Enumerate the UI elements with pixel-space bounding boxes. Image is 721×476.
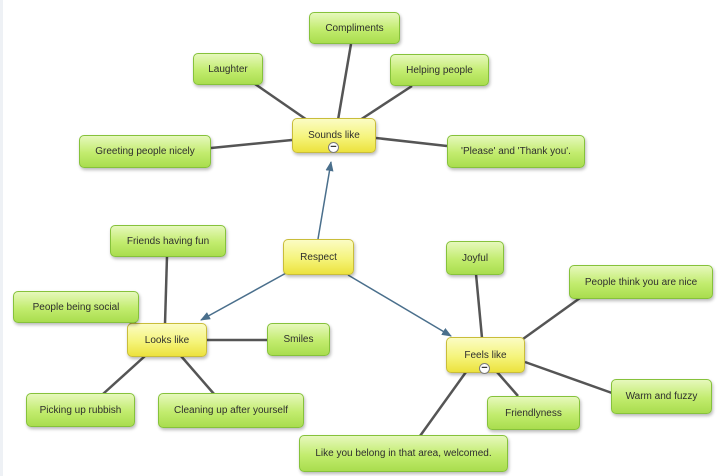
link-sounds-greeting xyxy=(210,138,293,150)
leaf-like-you-belong[interactable]: Like you belong in that area, welcomed. xyxy=(299,435,508,472)
leaf-warm-and-fuzzy[interactable]: Warm and fuzzy xyxy=(611,379,712,414)
leaf-greeting-people-nicely[interactable]: Greeting people nicely xyxy=(79,135,211,168)
link-sounds-compliments xyxy=(336,43,353,121)
link-feels-friendly xyxy=(496,371,519,397)
leaf-helping-people[interactable]: Helping people xyxy=(390,54,489,86)
arrow-to-sounds-like xyxy=(317,161,334,240)
left-edge-strip xyxy=(0,0,3,476)
leaf-friends-having-fun[interactable]: Friends having fun xyxy=(110,225,226,257)
link-sounds-please xyxy=(375,136,448,148)
link-sounds-laughter xyxy=(254,82,311,124)
link-sounds-helping xyxy=(359,84,413,122)
leaf-picking-up-rubbish[interactable]: Picking up rubbish xyxy=(26,393,135,427)
leaf-please-and-thank-you[interactable]: 'Please' and 'Thank you'. xyxy=(447,135,585,168)
link-looks-friends xyxy=(163,255,169,325)
leaf-laughter[interactable]: Laughter xyxy=(193,53,263,85)
arrow-to-looks-like xyxy=(200,271,289,321)
link-looks-cleaning xyxy=(180,355,215,395)
leaf-smiles[interactable]: Smiles xyxy=(267,323,330,356)
leaf-people-being-social[interactable]: People being social xyxy=(13,291,139,323)
link-feels-belong xyxy=(418,371,468,437)
leaf-friendlyness[interactable]: Friendlyness xyxy=(487,396,580,430)
link-feels-warm xyxy=(524,360,613,395)
collapse-feels-like-icon[interactable]: − xyxy=(479,363,490,374)
center-node-respect[interactable]: Respect xyxy=(283,239,354,275)
leaf-joyful[interactable]: Joyful xyxy=(446,241,504,275)
link-feels-joyful xyxy=(474,273,484,339)
link-looks-rubbish xyxy=(102,355,146,395)
leaf-cleaning-up-after-yourself[interactable]: Cleaning up after yourself xyxy=(158,393,304,428)
leaf-compliments[interactable]: Compliments xyxy=(309,12,400,44)
hub-node-looks-like[interactable]: Looks like xyxy=(127,323,207,357)
leaf-people-think-you-are-nice[interactable]: People think you are nice xyxy=(569,265,713,299)
arrow-to-feels-like xyxy=(347,274,452,337)
collapse-sounds-like-icon[interactable]: − xyxy=(328,142,339,153)
link-feels-nice xyxy=(515,296,581,346)
